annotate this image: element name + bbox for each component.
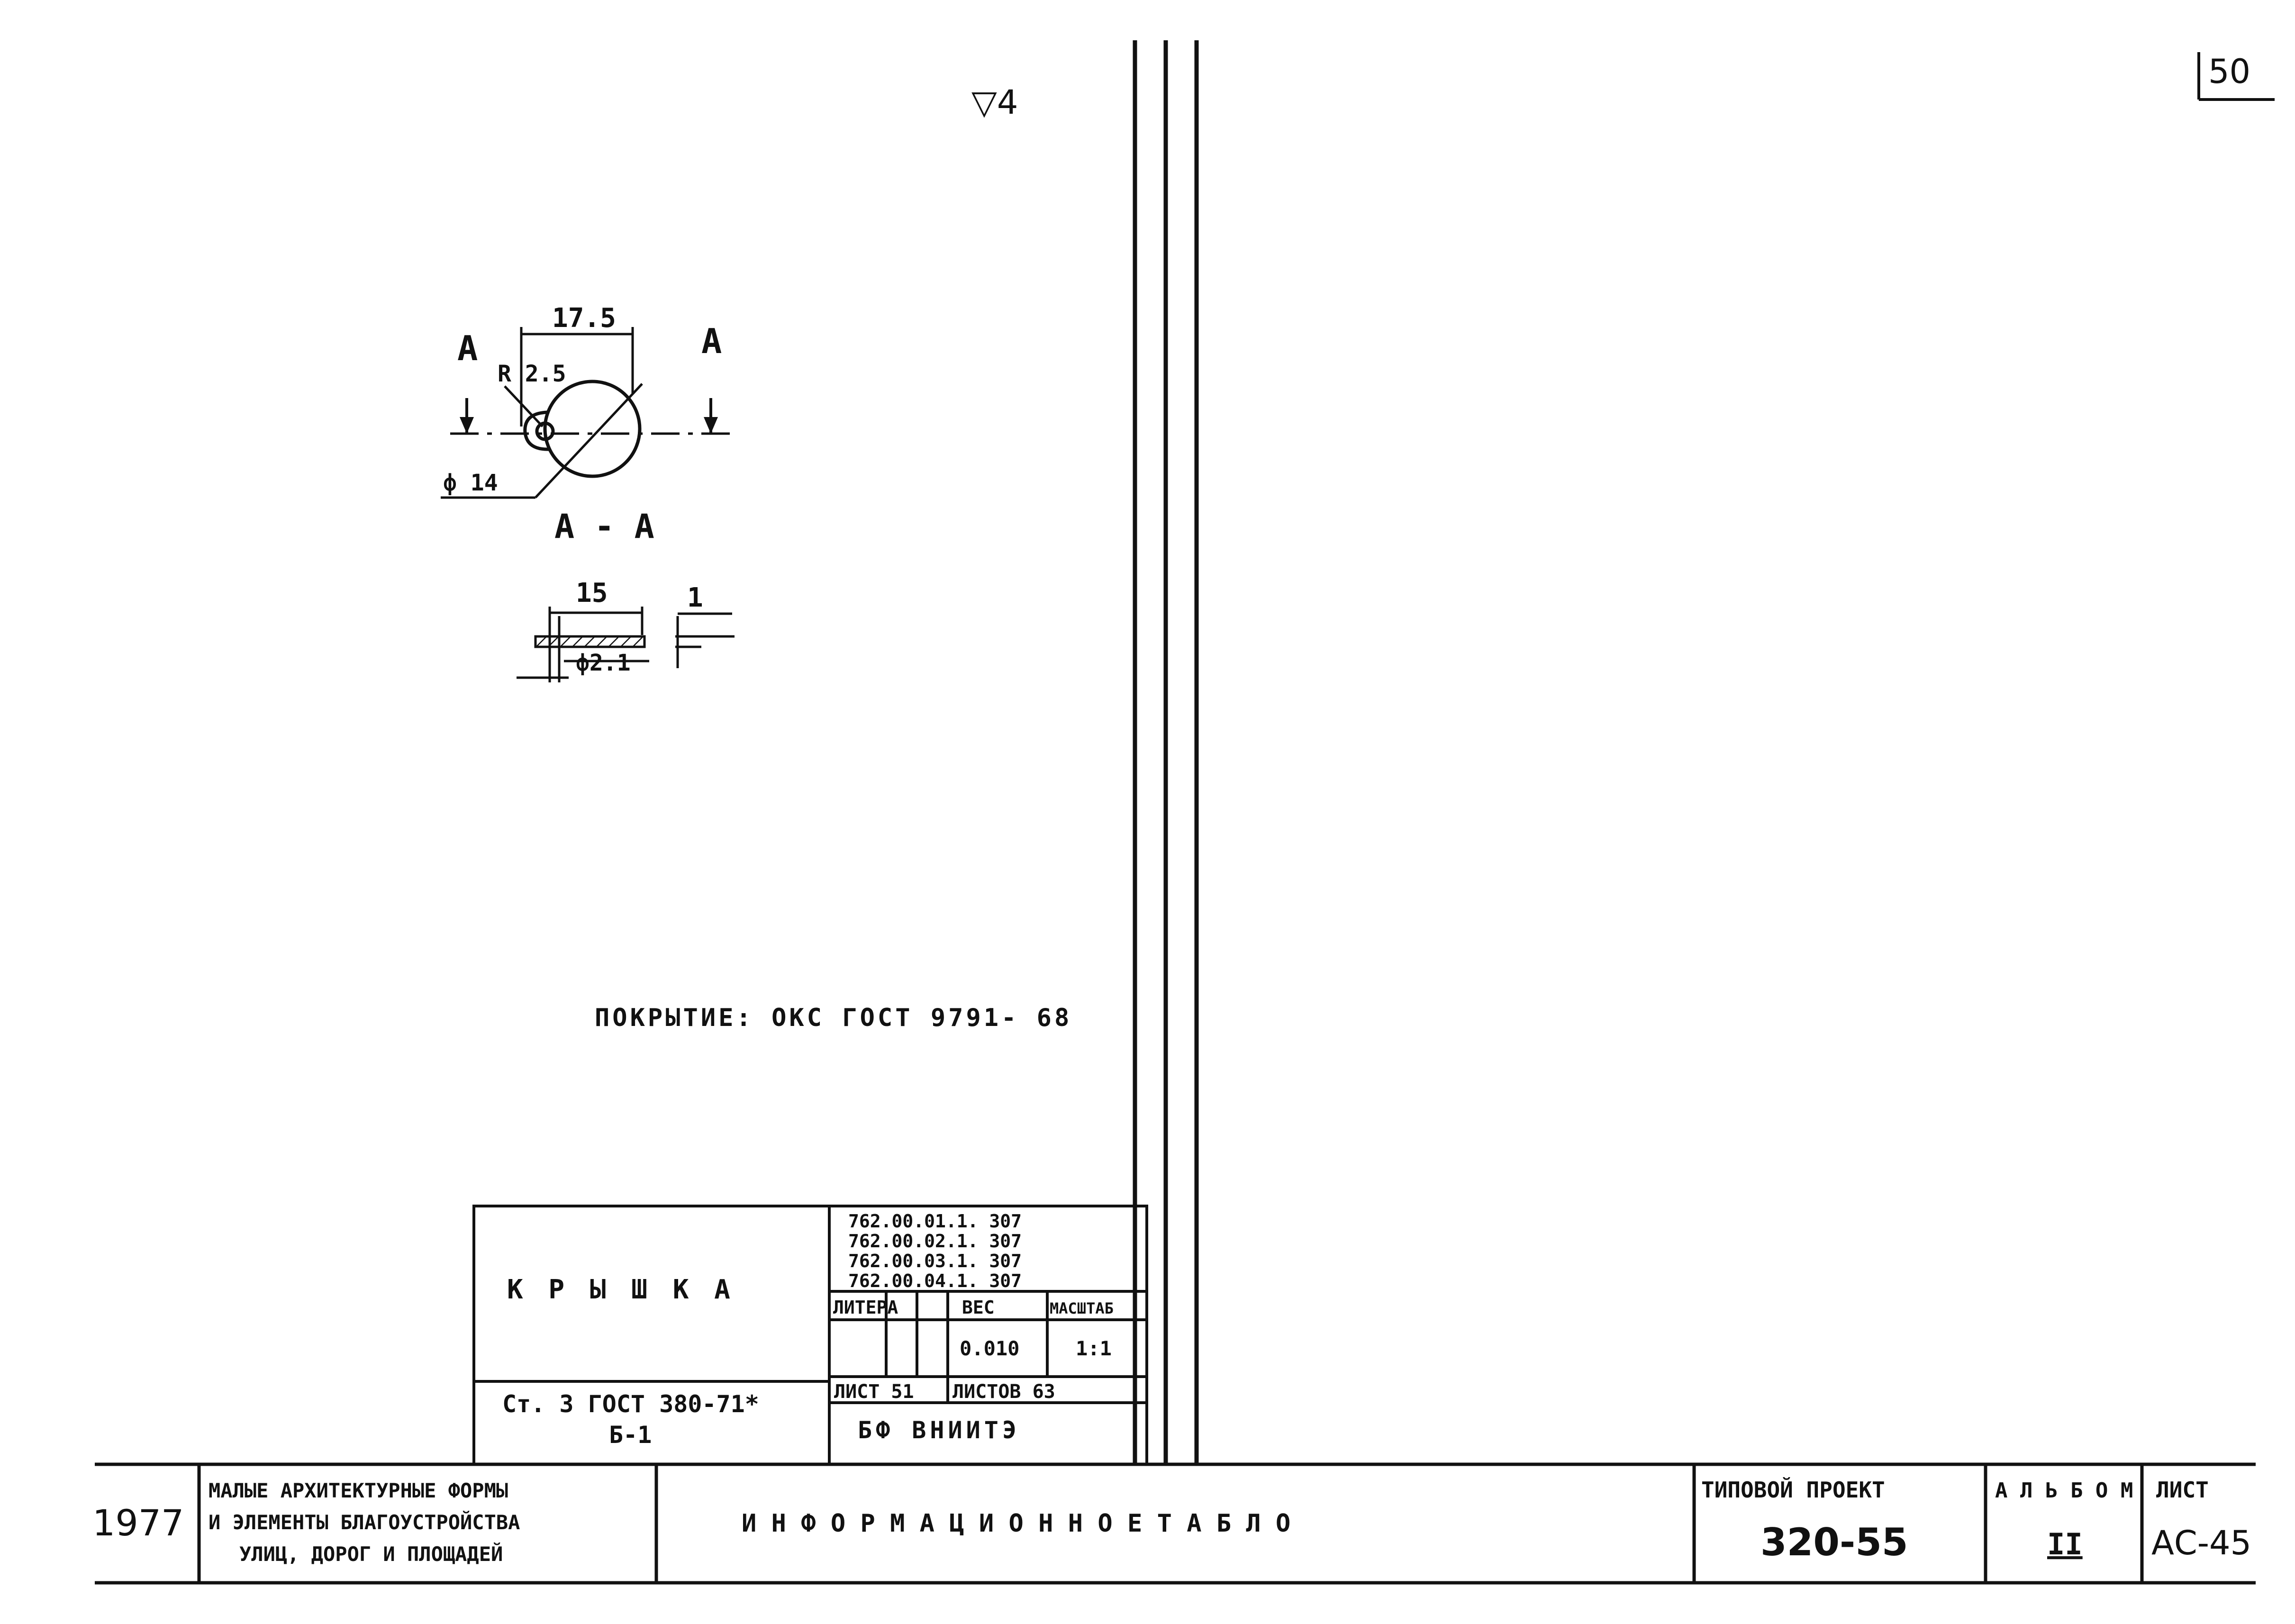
project-label: ТИПОВОЙ ПРОЕКТ [1701, 1477, 1885, 1503]
sheet-number-box: 50 [2197, 52, 2275, 101]
part-disk [543, 380, 642, 478]
sheet-label: ЛИСТ 51 [834, 1381, 914, 1403]
sheet-title-label: ЛИСТ [2156, 1477, 2209, 1503]
part-code-3: 762.00.03.1. 307 [848, 1251, 1022, 1271]
album-label: А Л Ь Б О М [1995, 1479, 2133, 1503]
sheet-code: АС-45 [2151, 1524, 2251, 1562]
litera-label: ЛИТЕРА [833, 1297, 898, 1318]
part-code-4: 762.00.04.1. 307 [848, 1270, 1022, 1291]
small-hole [535, 421, 555, 441]
part-name: К Р Ы Ш К А [507, 1274, 735, 1305]
part-code-1: 762.00.01.1. 307 [848, 1211, 1022, 1232]
scale-value: 1:1 [1076, 1337, 1112, 1360]
series-line-3: УЛИЦ, ДОРОГ И ПЛОЩАДЕЙ [239, 1542, 503, 1566]
part-code-2: 762.00.02.1. 307 [848, 1231, 1022, 1252]
organization: БФ ВНИИТЭ [858, 1416, 1020, 1444]
drawing-title: И Н Ф О Р М А Ц И О Н Н О Е Т А Б Л О [742, 1509, 1290, 1538]
main-title-block [95, 1462, 2256, 1585]
material-line-1: Ст. 3 ГОСТ 380-71* [502, 1390, 759, 1418]
series-line-2: И ЭЛЕМЕНТЫ БЛАГОУСТРОЙСТВА [209, 1510, 520, 1534]
roughness-mark: ▽4 [971, 83, 1018, 122]
dimension-17-5: 17.5 [552, 303, 616, 334]
weight-label: ВЕС [962, 1297, 995, 1318]
weight-value: 0.010 [960, 1337, 1019, 1360]
part-section-view [517, 607, 735, 682]
sheets-label: ЛИСТОВ 63 [952, 1381, 1055, 1403]
material-line-2: Б-1 [609, 1421, 652, 1449]
dimension-radius: R 2.5 [498, 361, 566, 387]
dimension-diameter-14: ф 14 [443, 470, 498, 496]
series-line-1: МАЛЫЕ АРХИТЕКТУРНЫЕ ФОРМЫ [209, 1479, 508, 1502]
coating-note: ПОКРЫТИЕ: ОКС ГОСТ 9791- 68 [595, 1004, 1072, 1032]
section-cut-right: A [701, 321, 722, 361]
year: 1977 [92, 1502, 184, 1544]
part-stamp-table [472, 1205, 1148, 1466]
sheet-number: 50 [2208, 52, 2250, 91]
dimension-thickness: 1 [687, 582, 703, 613]
section-label: A - A [554, 507, 654, 546]
part-plan-view [441, 327, 732, 499]
scale-label: МАСШТАБ [1050, 1299, 1114, 1317]
vertical-border-lines [1133, 40, 1199, 1464]
part-tab [523, 410, 550, 451]
dimension-15: 15 [576, 578, 608, 608]
project-number: 320-55 [1760, 1520, 1908, 1564]
section-cut-left: A [457, 328, 478, 368]
dimension-hole-diameter: ф2.1 [576, 650, 631, 676]
album-number: II [2047, 1527, 2083, 1561]
